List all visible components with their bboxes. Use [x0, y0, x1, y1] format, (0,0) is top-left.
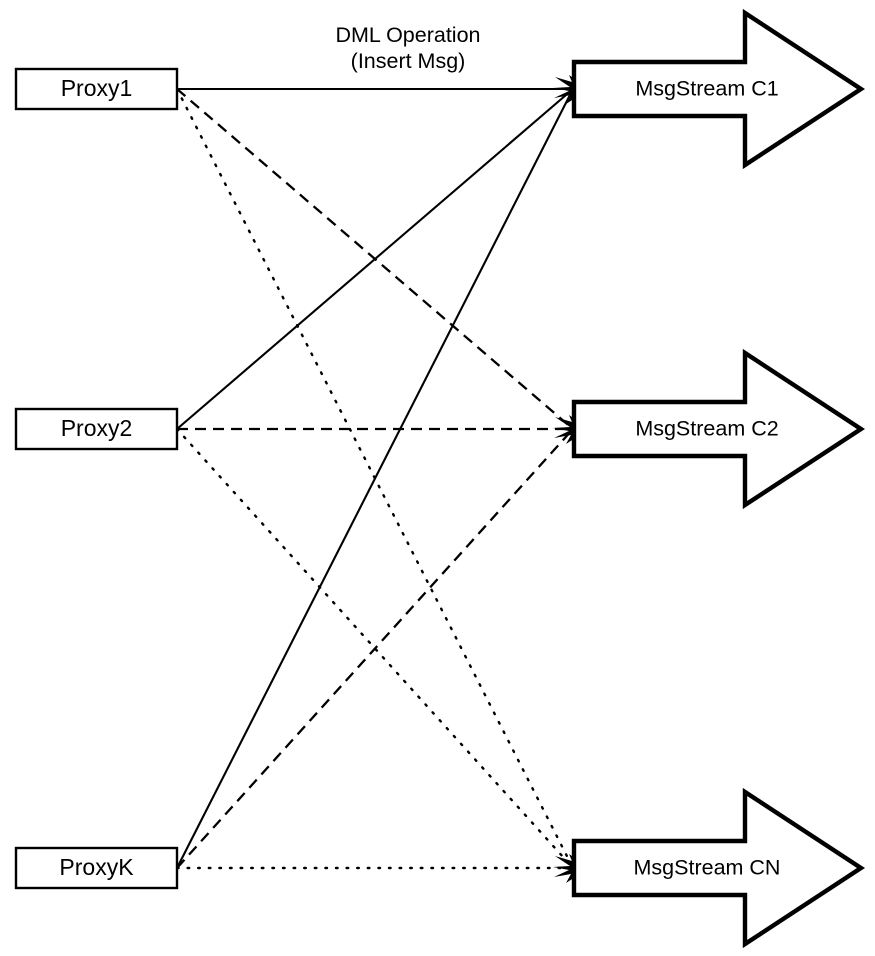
- node-box-label: Proxy1: [61, 75, 133, 101]
- stream-arrow-shape: [571, 787, 866, 949]
- edges-layer: [175, 87, 575, 870]
- stream-stream_cn[interactable]: MsgStream CN: [571, 787, 866, 949]
- stream-arrow-shape: [571, 348, 866, 510]
- node-box-label: Proxy2: [61, 415, 133, 441]
- stream-stream_c1[interactable]: MsgStream C1: [571, 8, 866, 170]
- node-box-rect: [14, 407, 179, 451]
- edge-pk-c2: [176, 428, 574, 869]
- node-proxy2[interactable]: Proxy2: [14, 407, 179, 451]
- edge-pk-c1: [176, 88, 574, 869]
- stream-label: MsgStream C2: [635, 417, 778, 441]
- arrowhead-head-c1: [553, 75, 589, 104]
- stream-label: MsgStream C1: [635, 77, 778, 101]
- edge-p2-c1: [176, 88, 574, 430]
- streams-layer: MsgStream C1 MsgStream C2 MsgStream CN: [571, 8, 866, 949]
- stream-label: MsgStream CN: [634, 856, 781, 880]
- arrowhead-head-cn: [553, 854, 589, 883]
- node-box-rect: [14, 67, 179, 111]
- annotation-line-2: (Insert Msg): [351, 49, 466, 73]
- node-box-rect: [14, 846, 179, 890]
- dml-operation-annotation: DML Operation (Insert Msg): [336, 23, 481, 73]
- node-box-label: ProxyK: [59, 854, 134, 880]
- node-proxy1[interactable]: Proxy1: [14, 67, 179, 111]
- node-proxyk[interactable]: ProxyK: [14, 846, 179, 890]
- annotation-line-1: DML Operation: [336, 23, 481, 47]
- arrowheads-layer: [553, 75, 589, 883]
- arrowhead-head-c2: [553, 415, 589, 444]
- stream-arrow-shape: [571, 8, 866, 170]
- stream-stream_c2[interactable]: MsgStream C2: [571, 348, 866, 510]
